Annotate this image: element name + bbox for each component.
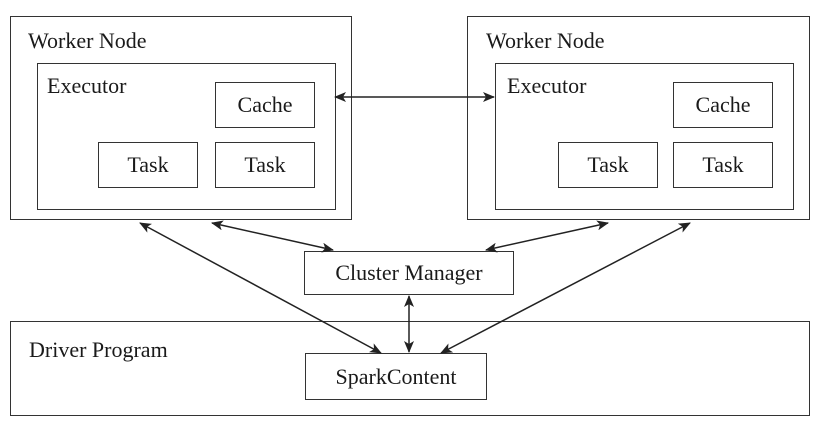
cache-left: Cache xyxy=(215,82,315,128)
task-right-1: Task xyxy=(558,142,658,188)
task-left-2: Task xyxy=(215,142,315,188)
worker-node-right: Worker Node Executor Cache Task Task xyxy=(467,16,810,220)
executor-right-title: Executor xyxy=(507,73,587,98)
executor-right: Executor Cache Task Task xyxy=(495,63,794,210)
task-left-1: Task xyxy=(98,142,198,188)
spark-context: SparkContent xyxy=(305,353,487,400)
driver-program-title: Driver Program xyxy=(29,337,168,362)
worker-node-left-title: Worker Node xyxy=(28,28,147,53)
executor-left-title: Executor xyxy=(47,73,127,98)
worker-node-left: Worker Node Executor Cache Task Task xyxy=(10,16,352,220)
worker-node-right-title: Worker Node xyxy=(486,28,605,53)
cache-right: Cache xyxy=(673,82,773,128)
task-right-2: Task xyxy=(673,142,773,188)
cluster-manager: Cluster Manager xyxy=(304,251,514,295)
arrow-right-worker-cluster-manager xyxy=(485,220,609,253)
executor-left: Executor Cache Task Task xyxy=(37,63,336,210)
arrow-left-worker-cluster-manager xyxy=(211,220,334,253)
